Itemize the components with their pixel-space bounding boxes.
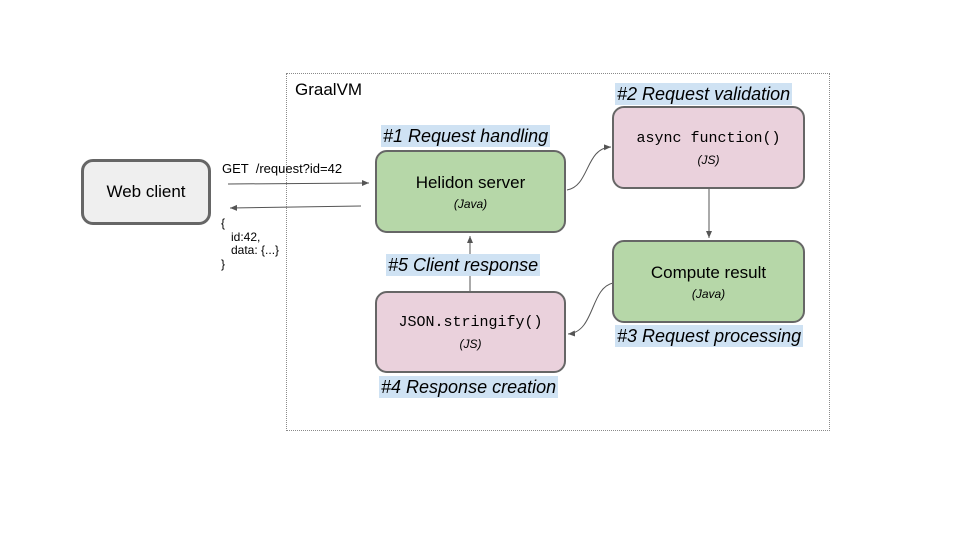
graalvm-container — [286, 73, 830, 431]
helidon-server-subtitle: (Java) — [453, 196, 488, 211]
request-line: GET /request?id=42 — [222, 161, 343, 176]
web-client-label: Web client — [106, 182, 186, 201]
helidon-server-title: Helidon server — [415, 172, 526, 192]
response-line: id:42, — [221, 229, 261, 244]
response-body: { id:42, data: {...} } — [221, 216, 280, 271]
response-line: { — [221, 216, 226, 230]
compute-result-title: Compute result — [650, 262, 767, 282]
helidon-to-async-arrow — [566, 144, 612, 191]
compute-to-stringify-arrow — [567, 282, 614, 337]
step-2-label: #2 Request validation — [615, 83, 793, 105]
json-stringify-box: JSON.stringify() (JS) — [375, 291, 566, 373]
response-line: } — [221, 256, 226, 271]
response-line: data: {...} — [221, 243, 280, 257]
json-stringify-title: JSON.stringify() — [398, 314, 543, 331]
web-client-box: Web client — [81, 159, 211, 225]
async-function-title: async function() — [636, 129, 781, 147]
graalvm-title: GraalVM — [295, 80, 363, 99]
helidon-server-box: Helidon server (Java) — [375, 150, 566, 233]
async-function-box: async function() (JS) — [612, 106, 805, 189]
compute-result-subtitle: (Java) — [691, 286, 726, 301]
compute-result-box: Compute result (Java) — [612, 240, 805, 323]
step-3-label: #3 Request processing — [615, 325, 804, 347]
step-4-label: #4 Response creation — [379, 376, 559, 398]
step-5-label: #5 Client response — [386, 254, 541, 276]
response-arrow — [229, 204, 362, 211]
json-stringify-subtitle: (JS) — [459, 337, 482, 351]
step-1-label: #1 Request handling — [381, 125, 551, 147]
async-function-subtitle: (JS) — [697, 152, 720, 167]
request-arrow — [227, 180, 370, 187]
